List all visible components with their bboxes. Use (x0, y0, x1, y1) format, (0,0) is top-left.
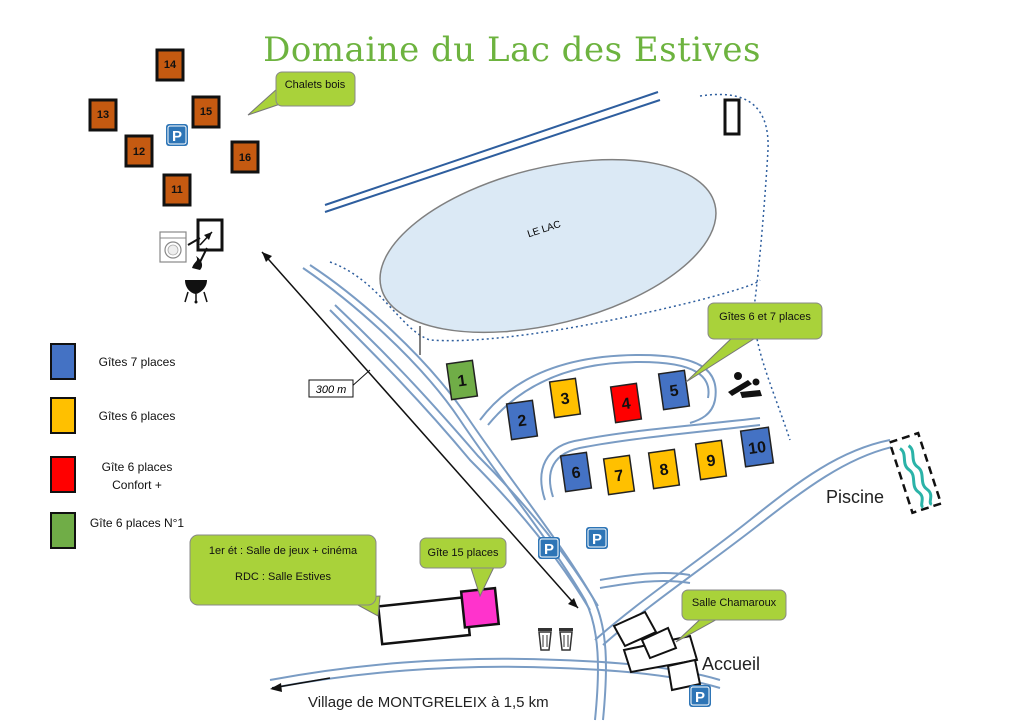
gite-3[interactable] (548, 377, 582, 419)
gite-label: 1 (457, 372, 468, 390)
distance-arrow (261, 251, 579, 609)
gite-label: 9 (706, 452, 717, 470)
pool-waves-icon (899, 444, 933, 509)
svg-text:P: P (544, 541, 554, 558)
distance-label: 300 m (316, 384, 347, 396)
callout-salle: 1er ét : Salle de jeux + cinéma RDC : Sa… (189, 534, 381, 617)
callout-gites: Gîtes 6 et 7 places (685, 302, 823, 383)
parking-icon: P (538, 537, 560, 559)
chalet-label: 15 (200, 106, 212, 118)
chalet-label: 12 (133, 146, 145, 158)
boundary-line (324, 99, 661, 213)
legend-swatch (50, 456, 76, 493)
gite-6[interactable] (559, 451, 593, 493)
chalet-12[interactable] (124, 134, 154, 168)
salle-estives-building[interactable] (376, 586, 501, 646)
boundary-line (324, 91, 659, 206)
callout-salle-line2: RDC : Salle Estives (235, 571, 331, 583)
pool[interactable] (888, 431, 943, 515)
callout-gite15: Gîte 15 places (419, 537, 507, 598)
chalet-16[interactable] (230, 140, 260, 174)
gite-label: 7 (614, 467, 625, 485)
callout-gites-label: Gîtes 6 et 7 places (719, 311, 811, 323)
trash-can-icon (559, 628, 573, 651)
parking-icon: P (689, 685, 711, 707)
accueil-building[interactable] (612, 610, 702, 692)
legend-label: Gîte 6 places Confort + (101, 460, 173, 492)
gite-4[interactable] (609, 382, 643, 424)
barbecue-link (199, 247, 208, 263)
chalet-label: 14 (164, 59, 177, 71)
gite-label: 6 (571, 464, 582, 482)
chalet-11[interactable] (162, 173, 192, 207)
svg-text:P: P (172, 128, 182, 145)
laundry-link (187, 237, 201, 246)
barbecue-icon (184, 256, 208, 304)
distance-arrowhead (568, 598, 578, 608)
legend-swatch (50, 397, 76, 434)
chalet-13[interactable] (88, 98, 118, 132)
gite-8[interactable] (647, 448, 681, 490)
gite-label: 4 (621, 395, 632, 413)
chalets: 14 13 15 12 16 11 (88, 48, 260, 207)
laundry-arrowhead (204, 232, 212, 240)
gite-label: 3 (560, 390, 571, 408)
lake (379, 158, 717, 334)
chalet-label: 11 (171, 184, 183, 196)
gites: 1 2 3 4 5 6 7 8 (445, 359, 775, 496)
playground-icon (728, 372, 762, 398)
pool-outline (888, 431, 943, 515)
gite-label: 2 (517, 412, 528, 430)
legend-label: Gîtes 7 places (98, 355, 176, 369)
callout-gite15-label: Gîte 15 places (428, 547, 499, 559)
callout-salle-line1: 1er ét : Salle de jeux + cinéma (209, 545, 358, 557)
chalet-15[interactable] (191, 95, 221, 129)
walking-path (329, 261, 761, 342)
walking-path (699, 93, 791, 441)
trash-can-icon (538, 628, 552, 651)
distance-label-box (308, 379, 354, 398)
gite-label: 5 (669, 382, 680, 400)
accueil-label: Accueil (702, 654, 760, 674)
parking-icon: P (166, 124, 188, 146)
gite-7[interactable] (602, 454, 636, 496)
chalet-14[interactable] (155, 48, 185, 82)
chalet-label: 13 (97, 109, 109, 121)
road-network (269, 264, 893, 721)
callout-chamaroux: Salle Chamaroux (675, 589, 787, 643)
legend-swatch (50, 343, 76, 380)
back-arrowhead (270, 683, 282, 692)
legend-label: Gîte 6 places N°1 (89, 516, 185, 530)
lake-cabin[interactable] (723, 98, 741, 136)
gite-10[interactable] (739, 426, 775, 468)
pool-label: Piscine (826, 487, 884, 507)
callout-chalets-label: Chalets bois (285, 79, 346, 91)
gite-5[interactable] (657, 369, 691, 411)
parking-icon: P (586, 527, 608, 549)
washing-machine-icon (159, 231, 187, 263)
legend-label: Gîtes 6 places (98, 409, 176, 423)
callout-chalets: Chalets bois (247, 71, 356, 116)
chalet-label: 16 (239, 152, 251, 164)
legend-swatch (50, 512, 76, 549)
village-label: Village de MONTGRELEIX à 1,5 km (308, 694, 549, 711)
gite-1[interactable] (445, 359, 479, 401)
page-title: Domaine du Lac des Estives (263, 30, 761, 70)
gite-label: 8 (659, 461, 670, 479)
gite-2[interactable] (505, 399, 539, 441)
svg-text:P: P (592, 531, 602, 548)
distance-arrowhead (262, 252, 272, 262)
back-arrow-icon (271, 677, 331, 689)
svg-text:P: P (695, 689, 705, 706)
gite-9[interactable] (694, 439, 728, 481)
callout-chamaroux-label: Salle Chamaroux (692, 597, 777, 609)
gite-label: 10 (747, 439, 767, 458)
